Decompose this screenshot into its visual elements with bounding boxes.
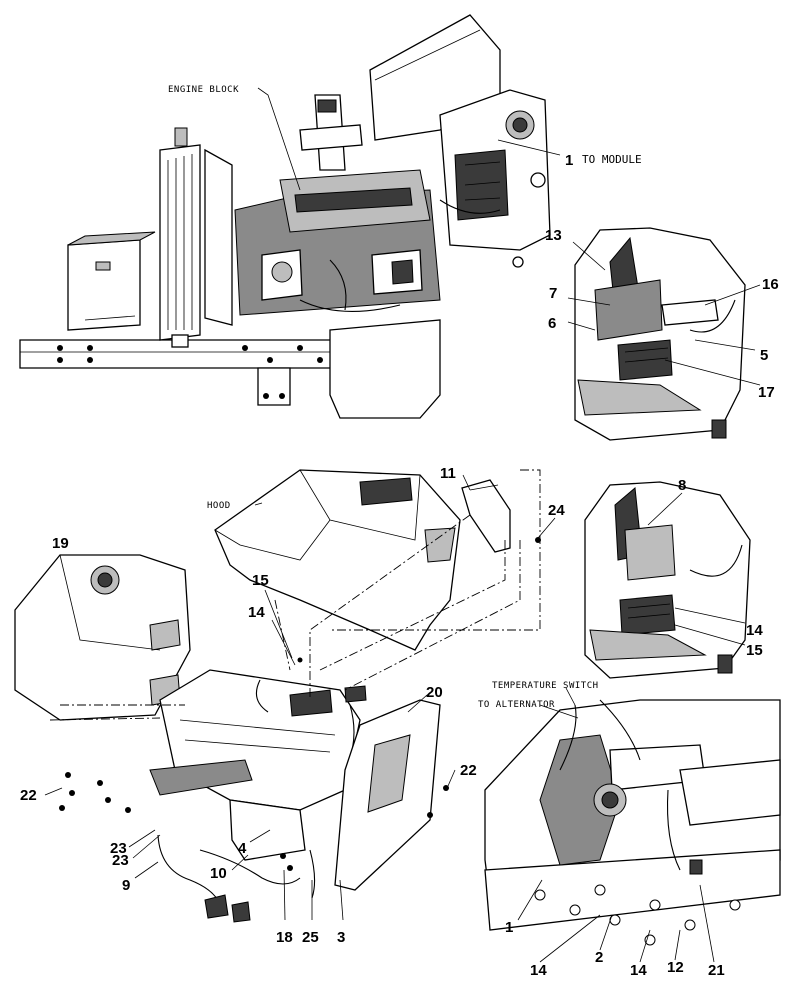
label-hood: HOOD — [207, 501, 231, 511]
callout-7: 7 — [549, 285, 557, 302]
label-to-alternator: TO ALTERNATOR — [478, 700, 555, 710]
callout-14-bottom-b: 14 — [630, 962, 647, 979]
callout-15-left: 15 — [252, 572, 269, 589]
callout-3: 3 — [337, 929, 345, 946]
callout-1-bottom: 1 — [505, 919, 513, 936]
label-engine-block: ENGINE BLOCK — [168, 85, 239, 95]
callout-8: 8 — [678, 477, 686, 494]
callout-21: 21 — [708, 962, 725, 979]
callout-19: 19 — [52, 535, 69, 552]
callout-14-detail: 14 — [746, 622, 763, 639]
callout-10: 10 — [210, 865, 227, 882]
callout-22-right: 22 — [460, 762, 477, 779]
callout-2: 2 — [595, 949, 603, 966]
hood-part — [214, 469, 461, 651]
callout-14-bottom-a: 14 — [530, 962, 547, 979]
callout-23-lower: 23 — [112, 852, 129, 869]
label-to-module: TO MODULE — [582, 153, 642, 166]
callout-13: 13 — [545, 227, 562, 244]
wire-harness-part-9 — [157, 834, 316, 923]
detail-view-module-lower — [584, 481, 751, 679]
callout-12: 12 — [667, 959, 684, 976]
callout-24: 24 — [548, 502, 565, 519]
side-shield-part-20 — [334, 699, 441, 891]
callout-18: 18 — [276, 929, 293, 946]
callout-11: 11 — [440, 465, 456, 482]
engine-assembly-view — [19, 14, 551, 419]
callout-9: 9 — [122, 877, 130, 894]
callout-6: 6 — [548, 315, 556, 332]
callout-17: 17 — [758, 384, 775, 401]
callout-20: 20 — [426, 684, 443, 701]
callout-15-detail: 15 — [746, 642, 763, 659]
label-temperature-switch: TEMPERATURE SWITCH — [492, 681, 599, 691]
callout-16: 16 — [762, 276, 779, 293]
callout-4: 4 — [238, 840, 247, 857]
callout-25: 25 — [302, 929, 319, 946]
leader-lines — [44, 87, 761, 963]
screws — [59, 537, 541, 871]
detail-view-starter — [484, 699, 781, 946]
callout-22-left: 22 — [20, 787, 37, 804]
callout-1-top: 1 — [565, 152, 573, 169]
callout-23-upper: 23 — [110, 840, 127, 857]
detail-view-module-upper — [574, 227, 746, 441]
mounting-bracket-assembly — [149, 669, 367, 861]
side-panel-part-19 — [14, 554, 191, 721]
callout-14-left: 14 — [248, 604, 265, 621]
callout-5: 5 — [760, 347, 768, 364]
